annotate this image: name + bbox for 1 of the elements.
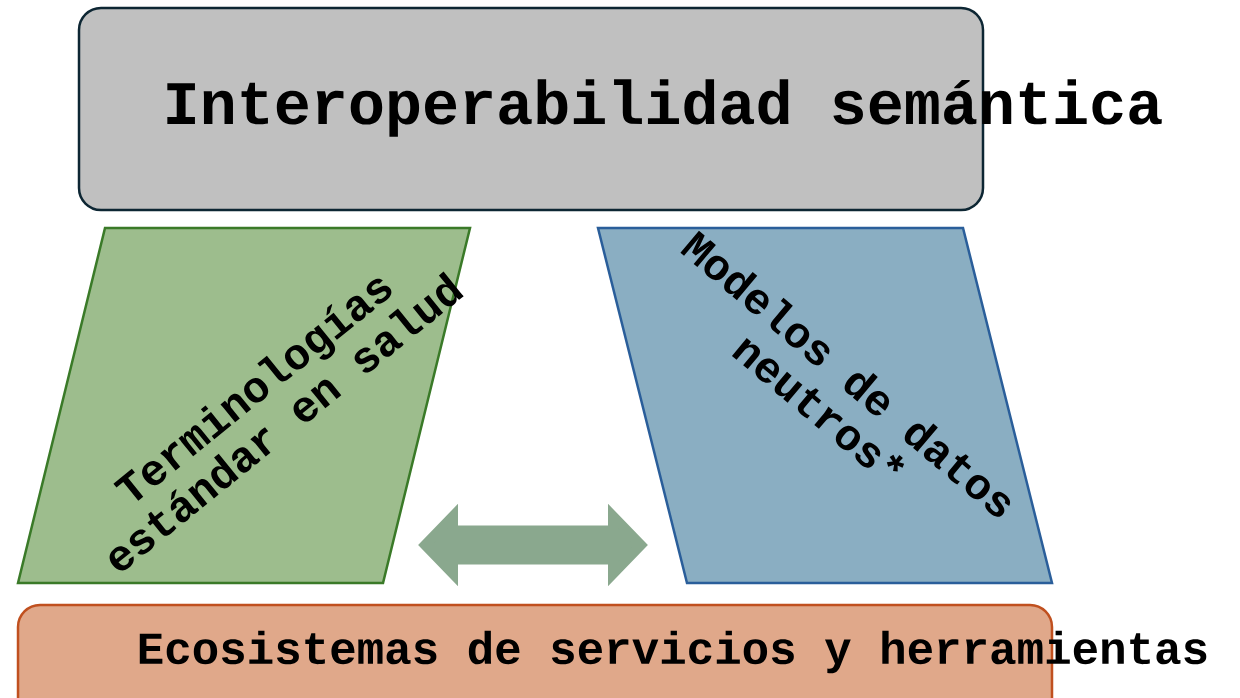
rounded-box: Ecosistemas de servicios y herramientas (16, 603, 1207, 698)
